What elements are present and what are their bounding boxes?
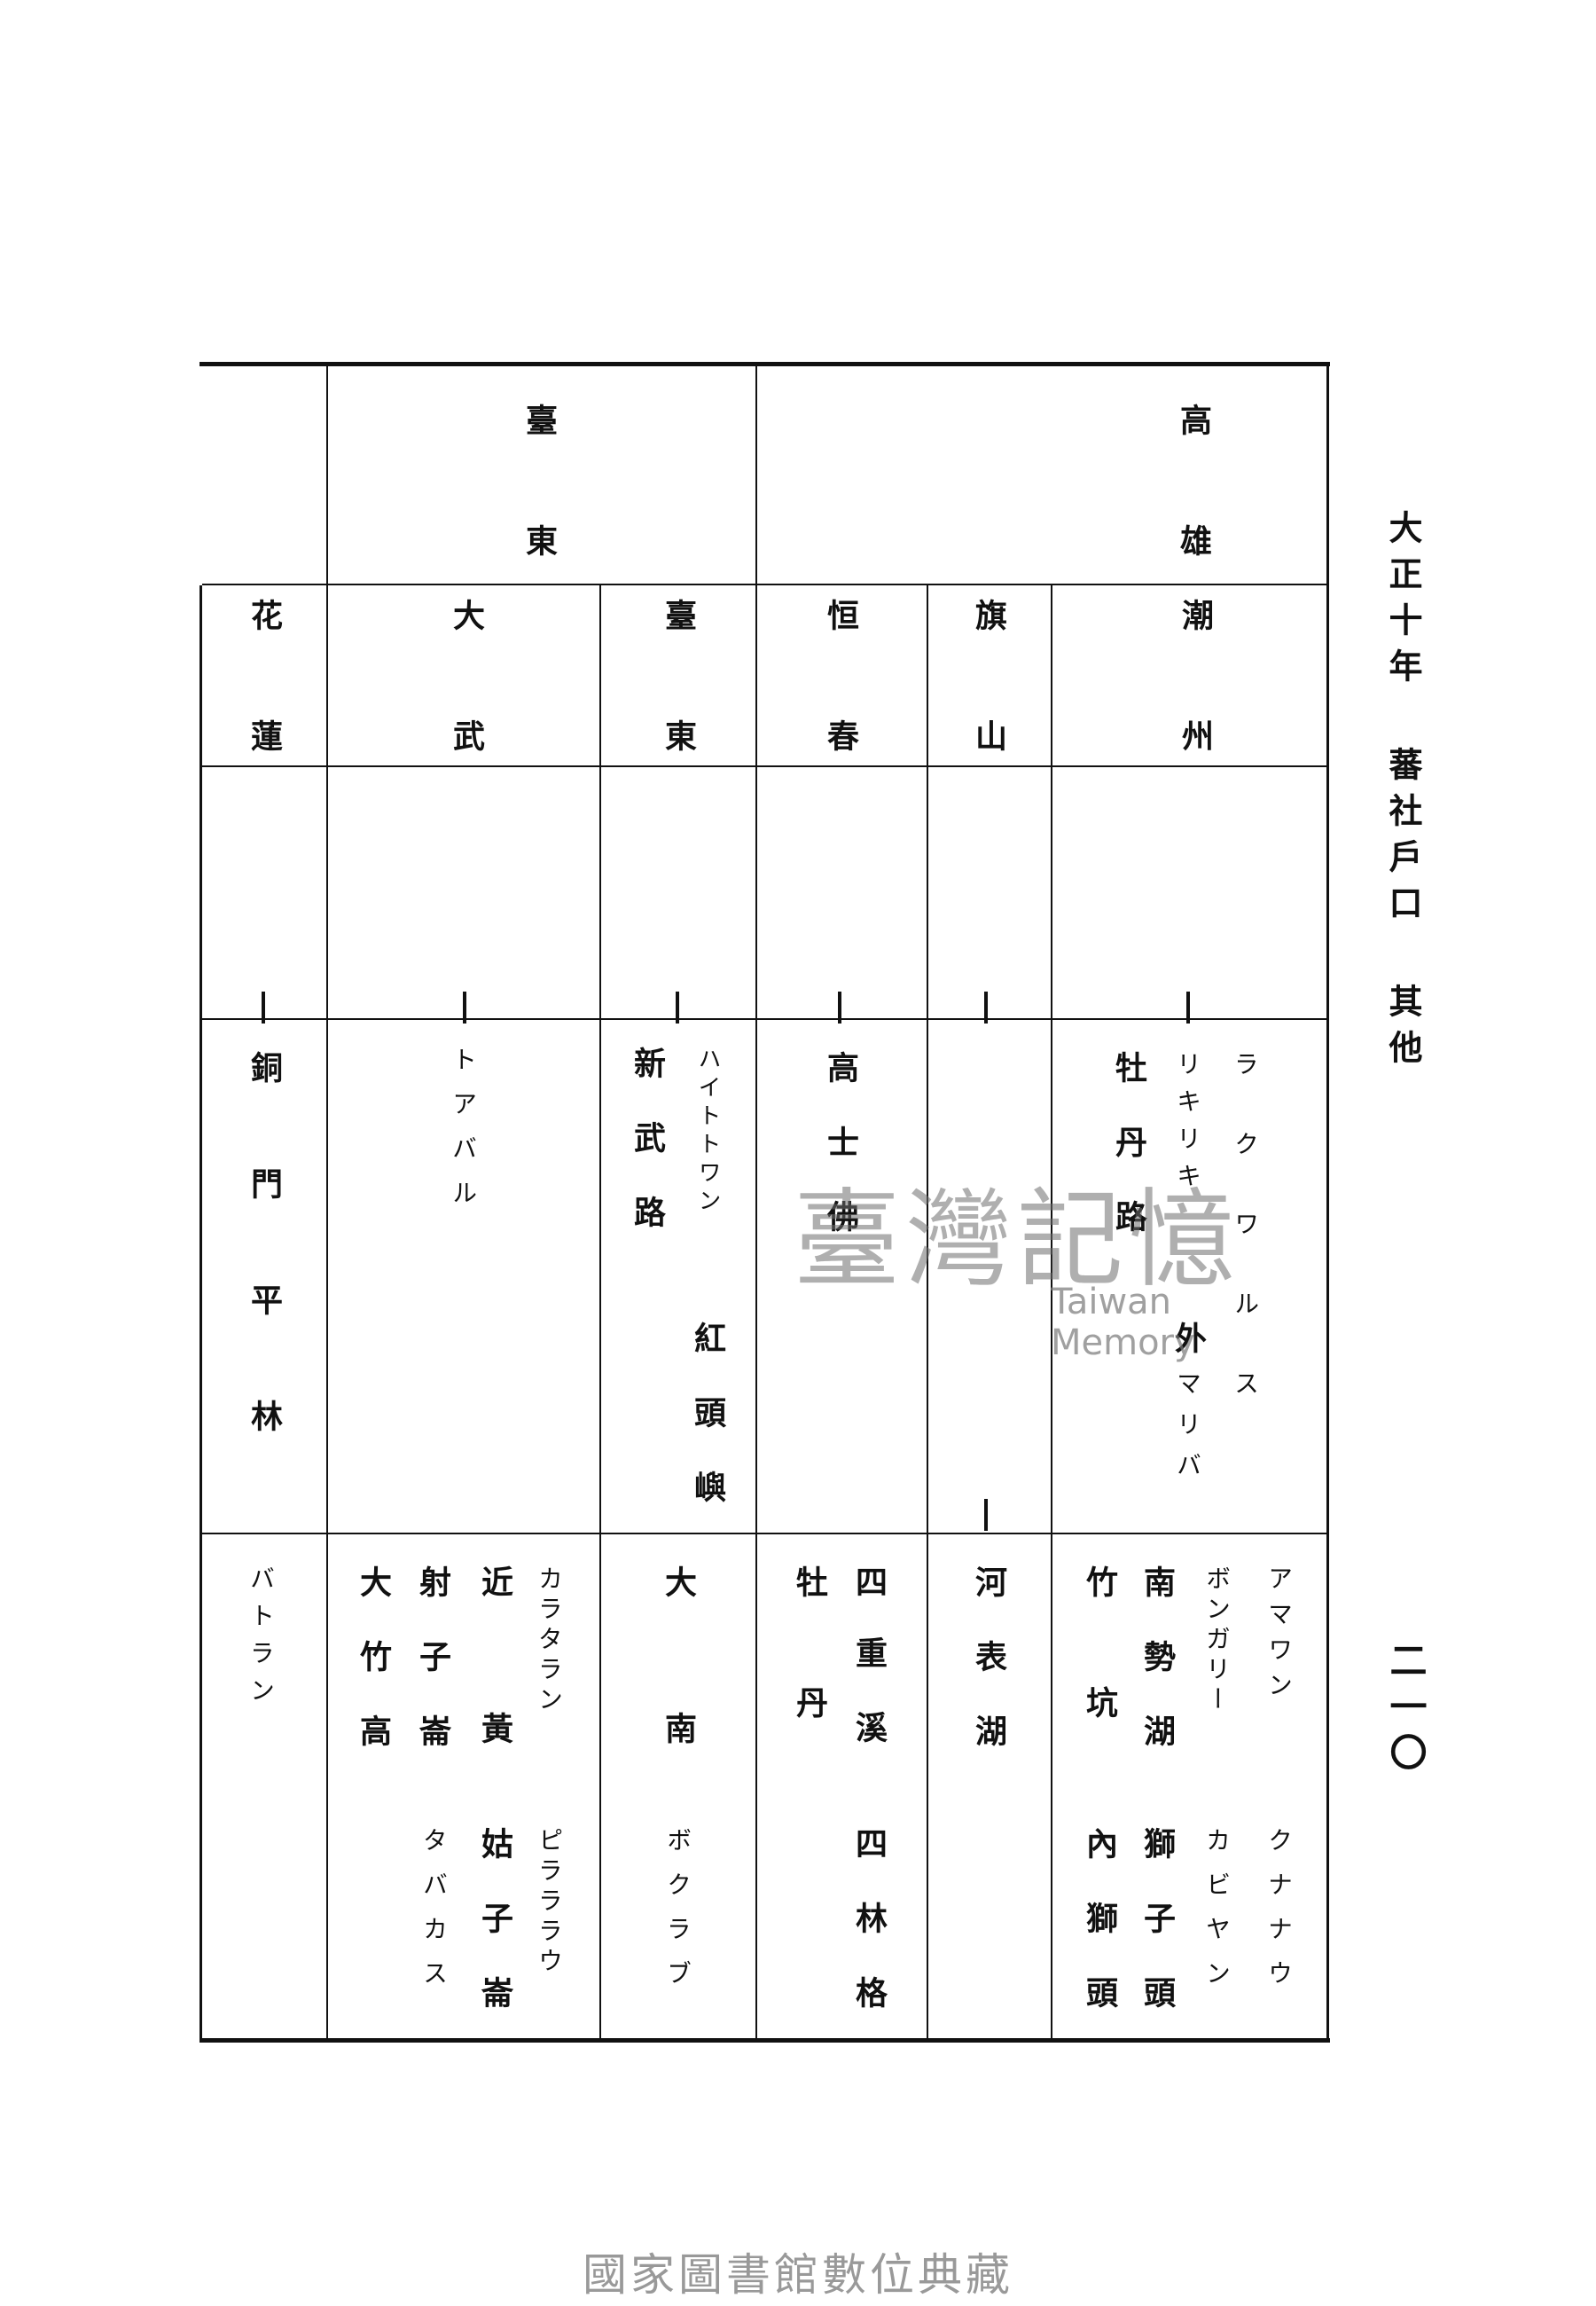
empty-dash [463, 992, 466, 1024]
watermark-english: Taiwan Memory [1051, 1282, 1195, 1363]
village-kizan-dash [984, 1499, 988, 1531]
bottom-choshu-kana-b: カビヤン [1202, 1827, 1232, 2004]
bottom-taibu-2: 射子崙 [414, 1565, 451, 1789]
bottom-choshu-2a: 南勢湖 [1138, 1565, 1176, 1789]
row-rule-1 [202, 584, 1326, 585]
running-title: 大正十年 蕃社戶口 其他 [1383, 510, 1423, 1076]
bottom-taito-1: 大 [660, 1565, 697, 1597]
bottom-koshun-1: 牡丹 [791, 1565, 828, 1807]
bottom-taito-2: 南 [660, 1712, 697, 1744]
bottom-choshu-1b: 內獅頭 [1081, 1827, 1118, 2051]
row-rule-3 [202, 1018, 1326, 1020]
village-choshu-kanji2: 外 [1170, 1322, 1207, 1353]
village-koshun: 高士佛 [822, 1051, 859, 1275]
empty-dash [262, 992, 265, 1024]
bottom-choshu-1: 竹坑 [1081, 1565, 1118, 1807]
bottom-taibu-3c: 姑子崙 [476, 1827, 513, 2051]
watermark-chinese: 臺灣記憶 [794, 1179, 1240, 1302]
empty-dash [676, 992, 679, 1024]
table-top-rule [200, 362, 1330, 366]
district-header-koshun: 恒春 [822, 599, 859, 840]
village-choshu-kana-ri: リキリキ [1173, 1051, 1202, 1200]
bottom-choshu-2b: 獅子頭 [1138, 1827, 1176, 2051]
village-taito-kanji: 新武路 [629, 1047, 666, 1270]
district-header-kizan: 旗山 [970, 599, 1007, 840]
village-taibu-kana: トアバル [449, 1047, 478, 1224]
col-divider-kizan-choshu [1051, 584, 1052, 2040]
village-taito-kanji2: 紅頭嶼 [689, 1322, 726, 1545]
bottom-taibu-1: 大竹高 [355, 1565, 392, 1789]
empty-dash [838, 992, 841, 1024]
bottom-koshun-2b: 重溪 [850, 1636, 888, 1785]
bottom-taibu-3a: 近 [476, 1565, 513, 1597]
prefecture-header-taito: 臺東 [520, 404, 558, 645]
table-bottom-rule [200, 2038, 1330, 2043]
row-rule-2 [202, 765, 1326, 767]
row-rule-4 [202, 1533, 1326, 1534]
col-divider-koshun-kizan [927, 584, 928, 2040]
empty-dash [1186, 992, 1190, 1024]
bottom-choshu-kana-a: ボンガリー [1202, 1565, 1232, 1716]
bottom-taibu-kana-a: カラタラン [535, 1565, 564, 1716]
col-divider-taibu-taito [599, 584, 601, 2040]
empty-dash [984, 992, 988, 1024]
bottom-taibu-2-kana: タバカス [419, 1827, 449, 2004]
bottom-karen: バトラン [246, 1565, 276, 1714]
bottom-taibu-kana-b: ピラララウ [535, 1827, 564, 1978]
header-divider-2 [755, 366, 757, 2040]
bottom-kizan: 河表湖 [970, 1565, 1007, 1789]
district-header-choshu: 潮州 [1177, 599, 1214, 840]
village-choshu-kanji: 牡丹路 [1110, 1051, 1147, 1275]
bottom-taibu-3b: 黃 [476, 1712, 513, 1744]
district-header-karen: 花蓮 [246, 599, 283, 840]
village-choshu-kana-ra: ラクワルス [1231, 1051, 1260, 1450]
bottom-koshun-2a: 四 [850, 1565, 888, 1597]
village-taito-kana: ハイトトワン [694, 1047, 721, 1217]
village-choshu-kana-ma: マリバ [1173, 1370, 1202, 1493]
bottom-choshu-kana-d: クナナウ [1264, 1827, 1294, 2004]
footer-collection-label: 國家圖書館數位典藏 [583, 2249, 1013, 2301]
district-header-taibu: 大武 [448, 599, 485, 840]
bottom-koshun-2c: 四林格 [850, 1827, 888, 2051]
table-left-rule [200, 585, 202, 2040]
bottom-taito-kana: ボクラブ [663, 1827, 692, 2004]
watermark: 臺灣記憶 Taiwan Memory [794, 1153, 1290, 1363]
village-karen: 銅門平林 [246, 1051, 283, 1516]
bottom-choshu-kana-c: アマワン [1264, 1565, 1294, 1707]
page-number: 二一〇 [1384, 1641, 1428, 1779]
district-header-taito: 臺東 [660, 599, 697, 840]
header-divider-1 [326, 366, 328, 2040]
prefecture-header-takao: 高雄 [1175, 404, 1212, 645]
table-right-rule [1326, 362, 1329, 2040]
